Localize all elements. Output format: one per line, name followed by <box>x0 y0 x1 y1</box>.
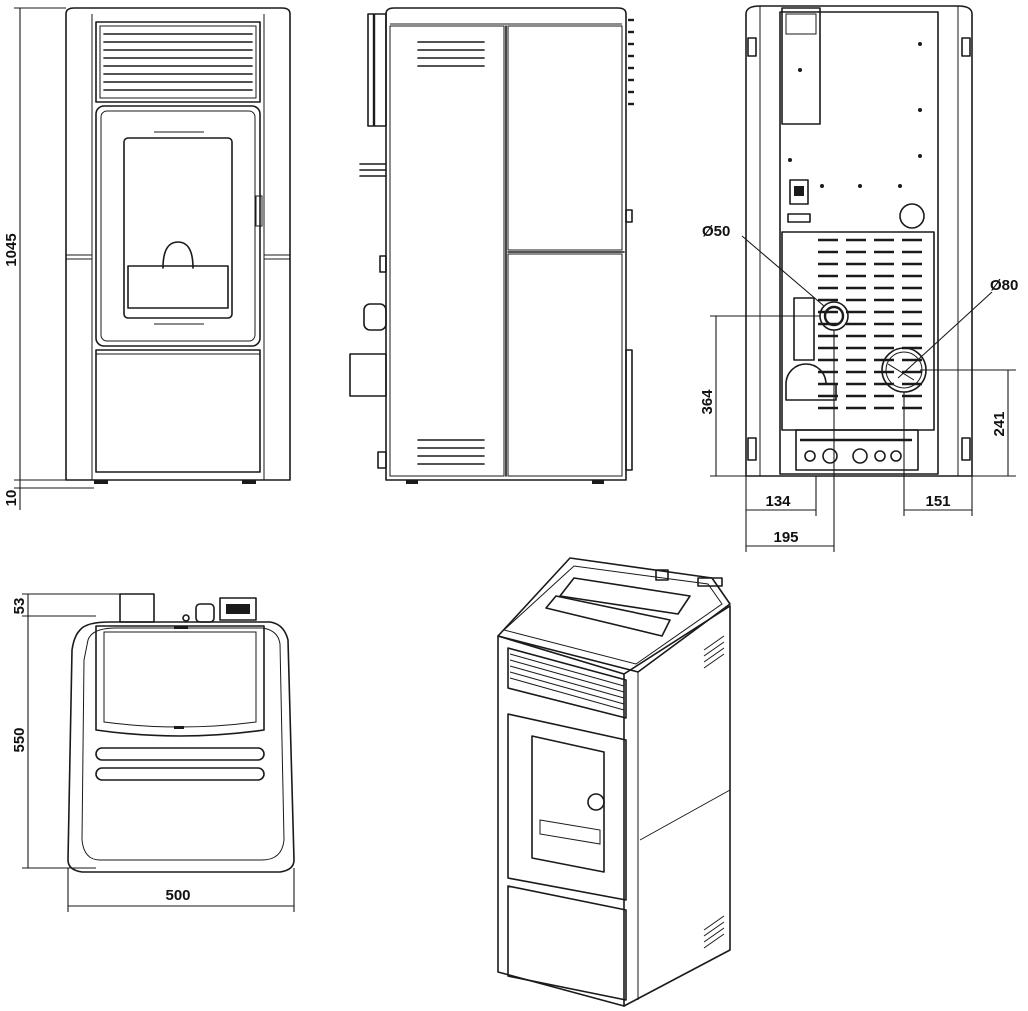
air-intake-diameter-label: Ø50 <box>702 223 730 240</box>
feet-height-label: 10 <box>3 490 20 507</box>
top-dimensions: 53 550 500 <box>11 593 295 912</box>
side-view <box>349 7 634 484</box>
height-dimension: 1045 10 <box>3 7 94 510</box>
air-intake-offset-small-label: 134 <box>765 493 791 510</box>
front-door <box>95 105 263 347</box>
depth-label: 550 <box>11 727 28 752</box>
front-view: 1045 10 <box>3 7 291 510</box>
flue-outlet <box>881 291 993 393</box>
top-offset-label: 53 <box>11 598 28 615</box>
rear-dimensions: Ø50 Ø80 364 241 134 195 151 <box>699 223 1018 552</box>
front-grille <box>95 21 261 103</box>
air-intake-height-label: 364 <box>699 389 716 415</box>
flue-diameter-label: Ø80 <box>990 277 1018 294</box>
rear-view: Ø50 Ø80 364 241 134 195 151 <box>699 5 1018 552</box>
top-view: 53 550 500 <box>11 593 295 912</box>
width-label: 500 <box>165 887 190 904</box>
air-intake-offset-large-label: 195 <box>773 529 798 546</box>
isometric-view <box>497 557 731 1007</box>
flue-offset-label: 151 <box>925 493 950 510</box>
flue-height-label: 241 <box>991 411 1008 436</box>
height-label: 1045 <box>3 233 20 266</box>
